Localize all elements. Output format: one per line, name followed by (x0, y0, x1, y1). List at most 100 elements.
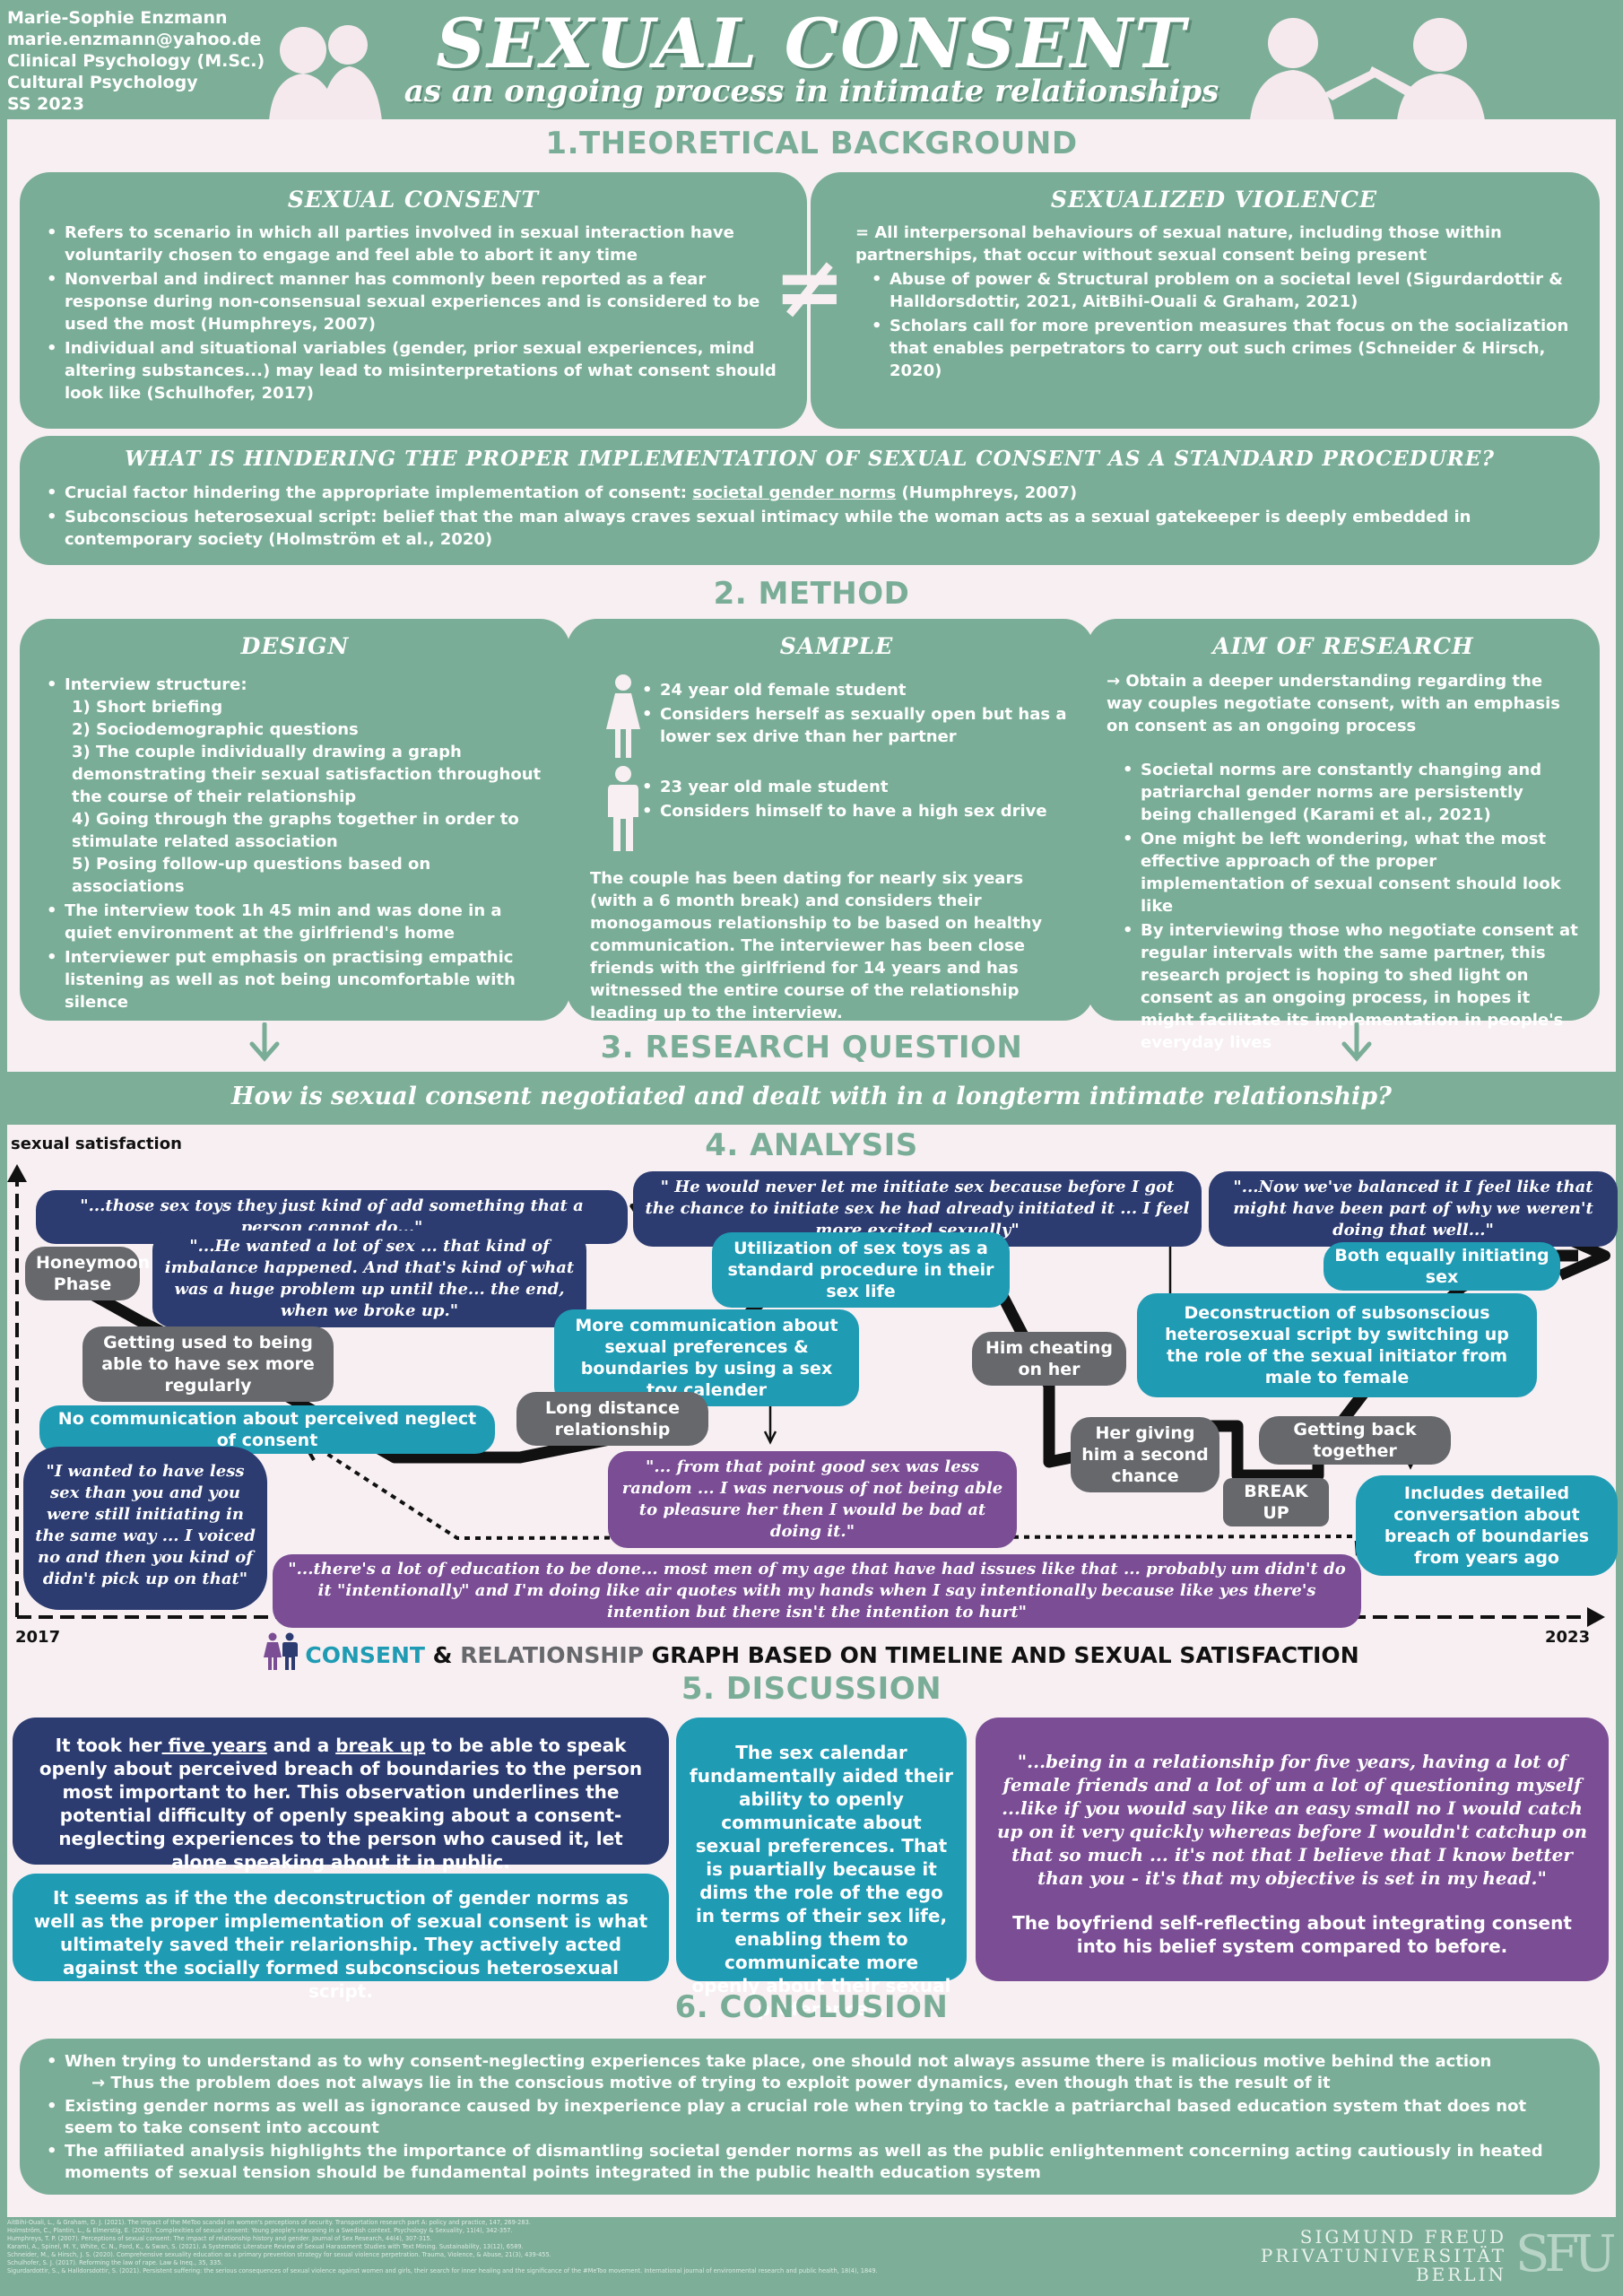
consent-points: Refers to scenario in which all parties … (43, 222, 784, 404)
sample-description: The couple has been dating for nearly si… (590, 869, 1043, 1022)
male-points: 23 year old male student Considers himse… (638, 776, 1047, 824)
bubble-cheating: Him cheating on her (972, 1332, 1126, 1386)
section-3-title: 3. RESEARCH QUESTION (600, 1030, 1023, 1065)
design-step: 3) The couple individually drawing a gra… (72, 743, 542, 806)
design-step: 1) Short briefing (72, 698, 223, 717)
list-item: Existing gender norms as well as ignoran… (43, 2096, 1576, 2139)
reference: Humphreys, T. P. (2007). Perceptions of … (7, 2235, 432, 2242)
bubble-deconstruction: Deconstruction of subsonscious heterosex… (1137, 1293, 1537, 1397)
conclusion-box: When trying to understand as to why cons… (20, 2039, 1600, 2195)
conclusion-point: When trying to understand as to why cons… (65, 2052, 1492, 2071)
aim-box: AIM OF RESEARCH → Obtain a deeper unders… (1087, 619, 1600, 1052)
couple-silhouette-left (269, 25, 382, 121)
couple-icon (264, 1632, 299, 1670)
list-item: Interviewer put emphasis on practising e… (43, 946, 547, 1013)
university-logo: SFU (1515, 2225, 1616, 2283)
reference: Schulhofer, S. J. (2017). Reforming the … (7, 2259, 223, 2266)
list-item: The affiliated analysis highlights the i… (43, 2141, 1576, 2184)
list-item: Abuse of power & Structural problem on a… (868, 268, 1573, 313)
discussion-box-sex-calendar: The sex calendar fundamentally aided the… (676, 1718, 967, 2020)
reference: Karami, A., Spinel, M. Y., White, C. N.,… (7, 2243, 524, 2250)
list-item: One might be left wondering, what the mo… (1119, 828, 1580, 918)
legend-description: GRAPH BASED ON TIMELINE AND SEXUAL SATIS… (651, 1642, 1359, 1668)
reference: Schneider, M., & Hirsch, J. S. (2020). C… (7, 2251, 551, 2258)
bubble-break-up: BREAK UP (1223, 1478, 1329, 1526)
aim-intro: → Obtain a deeper understanding regardin… (1107, 672, 1561, 735)
aim-points: Societal norms are constantly changing a… (1107, 759, 1580, 1054)
section-2-title: 2. METHOD (713, 576, 910, 612)
bubble-both-initiating: Both equally initiating sex (1324, 1242, 1560, 1291)
author-course: Cultural Psychology (7, 73, 198, 92)
bubble-no-communication: No communication about perceived neglect… (39, 1405, 495, 1454)
design-structure-label: Interview structure: (65, 675, 247, 694)
y-axis-label: sexual satisfaction (11, 1135, 182, 1153)
bubble-detailed-conversation: Includes detailed conversation about bre… (1356, 1475, 1618, 1576)
male-person-icon (608, 766, 638, 851)
design-step: 4) Going through the graphs together in … (72, 810, 519, 851)
quote-less-sex: "I wanted to have less sex than you and … (23, 1447, 267, 1610)
bubble-more-communication: More communication about sexual preferen… (554, 1309, 859, 1406)
conclusion-points: When trying to understand as to why cons… (43, 2051, 1576, 2184)
legend-consent: CONSENT (305, 1642, 425, 1668)
couple-silhouette-right (1250, 18, 1485, 120)
violence-intro: = All interpersonal behaviours of sexual… (855, 223, 1502, 265)
conclusion-sub-point: → Thus the problem does not always lie i… (91, 2074, 1331, 2092)
quote-education: "...there's a lot of education to be don… (273, 1554, 1361, 1628)
author-info: Marie-Sophie Enzmann marie.enzmann@yahoo… (7, 7, 265, 115)
male-sample: 23 year old male student Considers himse… (603, 766, 1071, 867)
list-item: Nonverbal and indirect manner has common… (43, 268, 784, 335)
university-name: SIGMUND FREUD PRIVATUNIVERSITÄT BERLIN (1259, 2228, 1506, 2284)
list-item: Considers himself to have a high sex dri… (638, 800, 1047, 822)
author-email: marie.enzmann@yahoo.de (7, 30, 262, 49)
satisfaction-line (59, 1187, 1578, 1482)
list-item: Refers to scenario in which all parties … (43, 222, 784, 266)
reference: Sigurdardottir, S., & Halldorsdottir, S.… (7, 2267, 878, 2274)
university-line: SIGMUND FREUD (1299, 2226, 1506, 2248)
boyfriend-quote: "...being in a relationship for five yea… (996, 1751, 1588, 1889)
quote-random: "... from that point good sex was less r… (608, 1451, 1017, 1548)
hinder-text: Crucial factor hindering the appropriate… (65, 483, 693, 502)
list-item: By interviewing those who negotiate cons… (1119, 919, 1580, 1054)
list-item: 24 year old female student (638, 679, 1071, 701)
x-axis-arrowhead (1587, 1607, 1605, 1627)
sample-box-title: SAMPLE (779, 633, 894, 659)
author-program: Clinical Psychology (M.Sc.) (7, 51, 265, 71)
graph-legend: CONSENT & RELATIONSHIP GRAPH BASED ON TI… (0, 1632, 1623, 1672)
female-points: 24 year old female student Considers her… (638, 679, 1071, 750)
section-4-title: 4. ANALYSIS (705, 1127, 918, 1163)
poster-subtitle: as an ongoing process in intimate relati… (404, 74, 1219, 109)
gender-norms-highlight: societal gender norms (692, 483, 897, 502)
consent-box: SEXUAL CONSENT Refers to scenario in whi… (20, 172, 807, 429)
reference: AitBihi-Ouali, L., & Graham, D. J. (2021… (7, 2219, 531, 2226)
boyfriend-summary: The boyfriend self-reflecting about inte… (1012, 1912, 1572, 1957)
bubble-sex-toys-standard: Utilization of sex toys as a standard pr… (712, 1232, 1010, 1308)
university-line: BERLIN (1415, 2264, 1506, 2285)
research-question: How is sexual consent negotiated and dea… (230, 1083, 1392, 1110)
author-name: Marie-Sophie Enzmann (7, 8, 228, 28)
sample-box: SAMPLE 24 year old female student Consid… (567, 619, 1094, 1022)
female-sample: 24 year old female student Considers her… (603, 674, 1071, 769)
female-person-icon (606, 674, 640, 758)
header: Marie-Sophie Enzmann marie.enzmann@yahoo… (0, 0, 1623, 121)
university-line: PRIVATUNIVERSITÄT (1260, 2245, 1506, 2266)
discussion-box-gender-norms: It seems as if the the deconstruction of… (13, 1874, 669, 2002)
bubble-long-distance: Long distance relationship (516, 1392, 708, 1446)
list-item: Considers herself as sexually open but h… (638, 703, 1071, 748)
aim-box-title: AIM OF RESEARCH (1212, 633, 1474, 659)
y-axis-arrowhead (7, 1164, 27, 1182)
section-6-title: 6. CONCLUSION (674, 1989, 949, 2025)
list-item: Subconscious heterosexual script: belief… (43, 506, 1576, 551)
violence-points: Abuse of power & Structural problem on a… (855, 268, 1573, 382)
hindering-points: Crucial factor hindering the appropriate… (43, 482, 1576, 551)
list-item: Crucial factor hindering the appropriate… (43, 482, 1576, 504)
poster-title: SEXUAL CONSENT (436, 4, 1187, 83)
hindering-box-title: WHAT IS HINDERING THE PROPER IMPLEMENTAT… (125, 447, 1495, 471)
discussion-text: to be able to speak openly about perceiv… (39, 1735, 643, 1873)
arrow-down-icon (1341, 1022, 1372, 1062)
five-years-highlight: five years (161, 1735, 267, 1756)
bubble-honeymoon-phase: Honeymoon Phase (25, 1247, 150, 1300)
discussion-text: and a (266, 1735, 336, 1756)
list-item: Societal norms are constantly changing a… (1119, 759, 1580, 826)
list-item: When trying to understand as to why cons… (43, 2051, 1576, 2094)
list-item: 23 year old male student (638, 776, 1047, 798)
